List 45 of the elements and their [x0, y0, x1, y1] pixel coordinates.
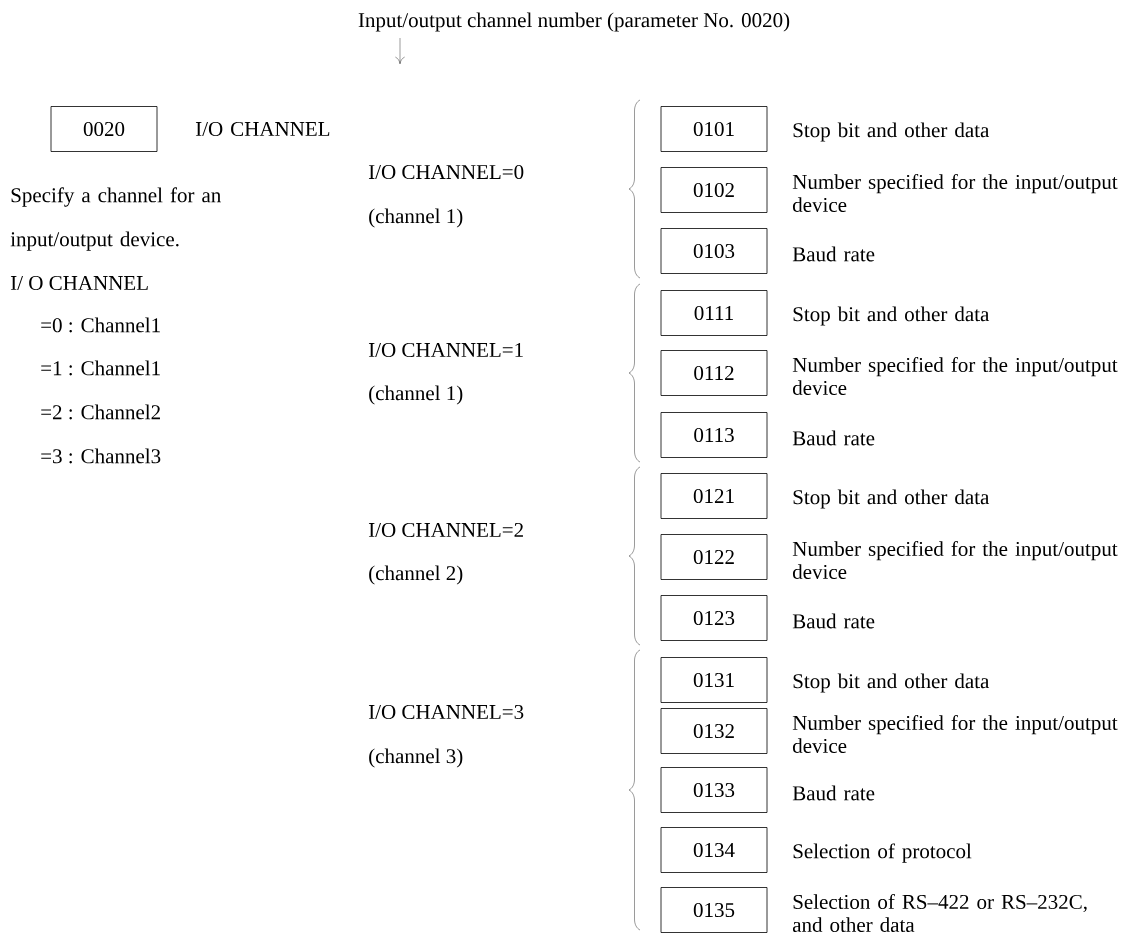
parameter-box: 0121: [660, 473, 768, 519]
parameter-description: Baud rate: [792, 246, 875, 262]
parameter-description: I/O CHANNEL: [195, 121, 330, 137]
parameter-box: 0134: [660, 827, 768, 873]
parameter-box: 0111: [660, 290, 768, 336]
parameter-description: Baud rate: [792, 430, 875, 446]
parameter-description: Number specified for the input/output device: [792, 715, 1118, 753]
parameter-description: Number specified for the input/output device: [792, 541, 1118, 579]
parameter-description: Stop bit and other data: [793, 122, 990, 142]
parameter-description: Stop bit and other data: [793, 306, 990, 326]
parameter-box: 0103: [660, 228, 768, 274]
label: =3 : Channel3: [41, 448, 161, 464]
parameter-description: Stop bit and other data: [793, 673, 990, 693]
parameter-description: Selection of protocol: [793, 843, 972, 863]
parameter-description: Baud rate: [792, 613, 875, 629]
parameter-box: 0135: [660, 887, 768, 933]
label: (channel 2): [369, 565, 463, 585]
label: (channel 3): [369, 748, 463, 768]
parameter-box: 0020: [50, 106, 158, 152]
description-text: Specify a channel for an input/output device.: [10, 187, 221, 251]
parameter-box: 0112: [660, 350, 768, 396]
label: I/O CHANNEL=3: [368, 704, 524, 720]
parameter-box: 0102: [660, 167, 768, 213]
parameter-box: 0122: [660, 534, 768, 580]
parameter-description: Baud rate: [792, 785, 875, 801]
parameter-description: Selection of RS–422 or RS–232C, and other data: [792, 894, 1087, 932]
parameter-box: 0113: [660, 412, 768, 458]
parameter-box: 0131: [660, 657, 768, 703]
label: I/ O CHANNEL: [10, 275, 148, 291]
label: =1 : Channel1: [41, 360, 160, 376]
label: =0 : Channel1: [41, 317, 160, 333]
parameter-box: 0132: [660, 708, 768, 754]
label: (channel 1): [369, 385, 463, 405]
heading: Input/output channel number (parameter No. 0020): [358, 12, 790, 32]
label: I/O CHANNEL=2: [368, 522, 523, 538]
parameter-description: Number specified for the input/output device: [792, 357, 1118, 395]
parameter-description: Stop bit and other data: [793, 489, 990, 509]
parameter-box: 0123: [660, 595, 768, 641]
parameter-description: Number specified for the input/output device: [792, 174, 1118, 212]
label: I/O CHANNEL=1: [368, 342, 523, 358]
label: (channel 1): [369, 208, 463, 228]
parameter-box: 0101: [660, 106, 768, 152]
parameter-box: 0133: [660, 767, 768, 813]
label: I/O CHANNEL=0: [368, 164, 524, 180]
label: =2 : Channel2: [41, 404, 160, 420]
